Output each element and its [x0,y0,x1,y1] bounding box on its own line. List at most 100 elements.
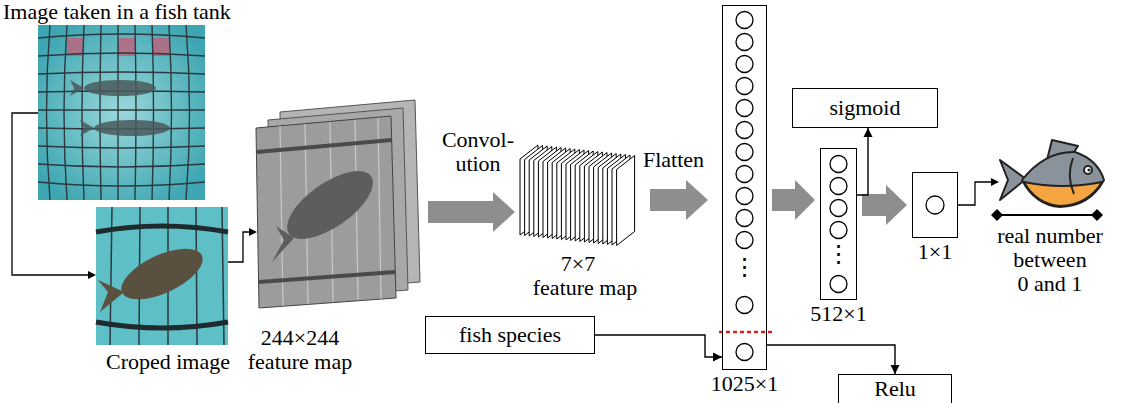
fish-belly [1024,182,1102,206]
range-marker [1091,209,1103,221]
layer-caption: feature map [533,276,637,300]
box-label: sigmoid [830,96,901,120]
leader-line [958,182,992,205]
ellipsis-mark: ⋮ [827,242,851,266]
arrow-head [88,271,96,279]
connector [595,335,722,357]
arrow-head [891,365,900,374]
feature-slice [617,156,635,246]
neuron [830,276,847,293]
tank-grid [38,109,205,110]
neuron [736,100,753,117]
image-caption: Croped image [106,350,230,374]
neuron [736,166,753,183]
activation-box: Relu [838,374,952,403]
neuron [736,12,753,29]
ellipsis-mark: ⋮ [733,255,757,279]
activation-box: sigmoid [792,88,938,128]
operation-label: Flatten [643,148,704,172]
neuron [736,210,753,227]
tank-grid [38,182,205,186]
neuron [736,56,753,73]
number-line [997,214,1097,216]
neuron [736,297,753,314]
dimension-label: 7×7 [561,252,595,276]
feature-map [256,116,396,308]
neuron [736,344,753,361]
neuron [736,122,753,139]
feature-map-bar [259,272,395,282]
fish-body [1022,152,1104,207]
feature-map-stack [520,145,635,246]
tank-grid [64,25,67,200]
flow-arrow [772,180,815,220]
dimension-label: 512×1 [810,302,866,326]
arrow-head [249,228,257,236]
tank-bar [96,226,228,232]
photo-fish [84,80,156,96]
box-label: Relu [874,377,916,401]
tank-photo [38,25,205,200]
tank-grid [47,25,51,200]
tank-bar [96,322,228,328]
tank-grid [152,25,154,200]
tank-grid [117,25,118,200]
connector [857,128,868,195]
neuron [830,200,847,217]
vector-column: 512×1 [820,148,857,300]
leader-line [12,113,89,275]
dimension-label: 1×1 [918,240,952,264]
neuron [736,232,753,249]
separator-line [719,331,772,334]
operation-label: Convol- ution [431,128,526,176]
tank-grid [169,25,172,200]
figure-heading: Image taken in a fish tank [3,0,231,24]
leader-line [228,232,250,262]
dimension-label: 1025×1 [711,372,778,396]
neuron [830,222,847,239]
tank-grid [38,164,205,167]
neuron [830,156,847,293]
photo-fish-tail [98,280,124,312]
fish-eye [1084,166,1092,174]
photo-ground [96,207,228,345]
flow-arrow [428,192,515,232]
photo-fish [70,80,84,96]
tank-grid [82,25,84,200]
neuron [736,34,753,51]
photo-fish [70,80,170,136]
fish-gill [1070,158,1074,194]
feature-map-bar [257,140,392,152]
tank-grid [135,25,136,200]
arrow-head [864,128,873,137]
output-column: 1×1 [912,172,958,238]
arrow-head [991,178,999,186]
tank-grid [38,146,205,148]
range-marker [991,209,1003,221]
tank-grid [38,25,205,200]
tank-grid [38,72,205,74]
photo-fish [114,238,210,310]
output-caption: between 0 and 1 [1008,248,1093,296]
fish-pupil [1087,168,1090,171]
fish-icon [1000,140,1104,207]
photo-connector [12,113,257,279]
flow-arrow [862,185,907,225]
neuron [736,12,753,361]
connector [767,345,895,374]
box-label: fish species [459,323,561,347]
tank-grid [38,34,205,38]
tank-grid [38,53,205,56]
arrow-head [713,353,722,362]
tank-grid [100,25,101,200]
cropped-photo [96,207,228,345]
output-caption: real number [997,224,1103,248]
neuron [736,144,753,161]
neuron [830,178,847,195]
flow-arrow [650,180,708,220]
photo-ground [38,25,205,200]
vector-column: 1025×1 [722,5,767,370]
neuron [736,188,753,205]
feature-fish-tail [272,226,294,262]
